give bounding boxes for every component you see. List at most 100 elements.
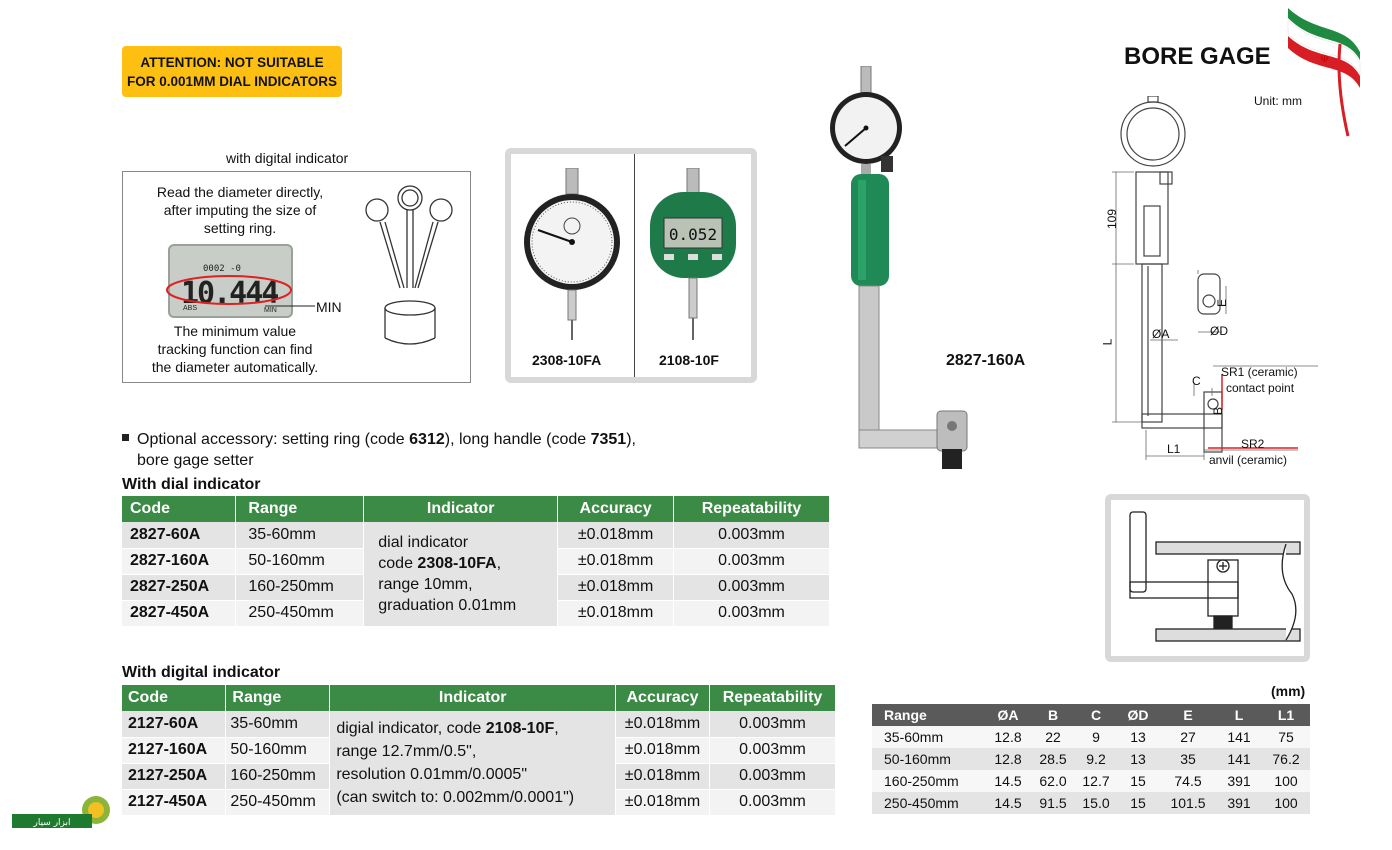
- table-cell: 101.5: [1160, 792, 1216, 814]
- dial-indicator-image: [524, 168, 620, 340]
- table-cell: 12.8: [986, 726, 1030, 748]
- col-header: Code: [122, 685, 227, 711]
- dim-A-label: ØA: [1152, 327, 1170, 341]
- col-header: B: [1030, 704, 1076, 726]
- repeatability-cell: 0.003mm: [673, 548, 830, 575]
- company-logo: ابزار سیار: [12, 796, 110, 828]
- text-line: resolution 0.01mm/0.0005": [336, 765, 527, 783]
- unit-label: Unit: mm: [1254, 94, 1302, 108]
- dimension-diagram: [1112, 96, 1318, 460]
- product-model-label: 2827-160A: [946, 352, 1026, 369]
- table-header-row: Code Range Indicator Accuracy Repeatabil…: [122, 496, 830, 522]
- accuracy-cell: ±0.018mm: [557, 600, 675, 627]
- col-header: Accuracy: [557, 496, 675, 522]
- range-cell: 35-60mm: [225, 711, 331, 738]
- indicators-divider: [634, 154, 635, 377]
- accuracy-cell: ±0.018mm: [615, 789, 711, 816]
- sr2-label: SR2: [1241, 437, 1265, 451]
- code-cell: 2127-450A: [122, 789, 227, 816]
- col-header: ØD: [1116, 704, 1160, 726]
- col-header: Code: [122, 496, 237, 522]
- table-cell: 141: [1216, 748, 1262, 770]
- attention-line-2: FOR 0.001MM DIAL INDICATORS: [126, 74, 338, 89]
- dim-109-label: 109: [1105, 208, 1120, 230]
- dial-table-title: With dial indicator: [122, 476, 261, 493]
- table-cell: 76.2: [1262, 748, 1310, 770]
- digital-panel-text-top: Read the diameter directly, after imputi…: [135, 183, 345, 237]
- dim-D-label: ØD: [1210, 324, 1228, 338]
- accuracy-cell: ±0.018mm: [557, 522, 675, 549]
- sr1-label: SR1 (ceramic): [1221, 365, 1298, 379]
- lcd-small-readout: 0002 -0: [203, 264, 241, 274]
- dim-C-label: C: [1192, 374, 1201, 388]
- accessory-note: Optional accessory: setting ring (code 6…: [122, 429, 636, 471]
- table-row: 2127-160A 50-160mm ±0.018mm 0.003mm: [122, 737, 836, 764]
- text: bore gage setter: [137, 452, 254, 469]
- table-cell: 15.0: [1076, 792, 1116, 814]
- col-header: Accuracy: [615, 685, 711, 711]
- dimensions-table: Range ØA B C ØD E L L1 35-60mm 12.8 22 9…: [872, 704, 1310, 814]
- col-header: Range: [225, 685, 331, 711]
- repeatability-cell: 0.003mm: [709, 763, 836, 790]
- range-cell: 50-160mm: [235, 548, 365, 575]
- table-cell: 12.8: [986, 748, 1030, 770]
- table-cell: 75: [1262, 726, 1310, 748]
- min-callout-graphic: [166, 275, 315, 307]
- range-cell: 50-160mm: [225, 737, 331, 764]
- lcd-min-label: MIN: [264, 307, 277, 314]
- code-cell: 2827-450A: [122, 600, 237, 627]
- table-row: 2127-60A 35-60mm digial indicator, code …: [122, 711, 836, 816]
- table-row: 2827-60A 35-60mm dial indicator code 230…: [122, 522, 830, 627]
- repeatability-cell: 0.003mm: [709, 789, 836, 816]
- dims-unit-label: (mm): [1271, 683, 1306, 699]
- repeatability-cell: 0.003mm: [673, 600, 830, 627]
- text-line: range 12.7mm/0.5",: [336, 742, 477, 760]
- indicator-code: 2308-10FA: [417, 554, 497, 572]
- indicator-code: 2108-10F: [485, 719, 555, 737]
- text-line: dial indicator: [378, 533, 469, 551]
- digital-indicator-label: 2108-10F: [659, 352, 719, 368]
- code-cell: 2827-250A: [122, 574, 237, 601]
- lcd-main-readout: 10.444: [181, 276, 279, 311]
- code-cell: 2127-60A: [122, 711, 227, 738]
- table-row: 35-60mm 12.8 22 9 13 27 141 75: [872, 726, 1310, 748]
- text: digial indicator, code: [336, 719, 486, 737]
- accuracy-cell: ±0.018mm: [615, 711, 711, 738]
- table-cell: 91.5: [1030, 792, 1076, 814]
- text-line: after imputing the size of: [163, 202, 317, 218]
- col-header: E: [1160, 704, 1216, 726]
- repeatability-cell: 0.003mm: [709, 711, 836, 738]
- text-line: the diameter automatically.: [151, 359, 319, 375]
- table-cell: 28.5: [1030, 748, 1076, 770]
- repeatability-cell: 0.003mm: [673, 574, 830, 601]
- text-line: graduation 0.01mm: [378, 596, 517, 614]
- table-cell: 22: [1030, 726, 1076, 748]
- text-line: The minimum value: [173, 323, 297, 339]
- code-cell: 2127-250A: [122, 763, 227, 790]
- digital-panel: [122, 171, 471, 383]
- anvil-label: anvil (ceramic): [1209, 453, 1288, 467]
- table-cell: 13: [1116, 748, 1160, 770]
- table-cell: 35-60mm: [872, 726, 986, 748]
- repeatability-cell: 0.003mm: [673, 522, 830, 549]
- text-line: (can switch to: 0.002mm/0.0001"): [336, 788, 575, 806]
- table-cell: 141: [1216, 726, 1262, 748]
- code-cell: 2127-160A: [122, 737, 227, 764]
- bore-gage-product-image: [830, 66, 968, 469]
- table-cell: 12.7: [1076, 770, 1116, 792]
- bore-gage-sketch: [365, 185, 453, 345]
- table-row: 2127-250A 160-250mm ±0.018mm 0.003mm: [122, 763, 836, 790]
- digital-indicator-image: 0.052: [650, 168, 736, 340]
- digital-display-reading: 0.052: [669, 225, 717, 244]
- bullet-icon: [122, 434, 129, 441]
- table-row: 2827-160A 50-160mm ±0.018mm 0.003mm: [122, 548, 830, 575]
- svg-text:☫: ☫: [1320, 54, 1329, 65]
- table-cell: 9.2: [1076, 748, 1116, 770]
- table-cell: 391: [1216, 792, 1262, 814]
- repeatability-cell: 0.003mm: [709, 737, 836, 764]
- range-cell: 160-250mm: [225, 763, 331, 790]
- indicator-description: dial indicator code 2308-10FA, range 10m…: [363, 522, 559, 627]
- indicator-description: digial indicator, code 2108-10F, range 1…: [329, 711, 617, 816]
- range-cell: 250-450mm: [225, 789, 331, 816]
- range-cell: 160-250mm: [235, 574, 365, 601]
